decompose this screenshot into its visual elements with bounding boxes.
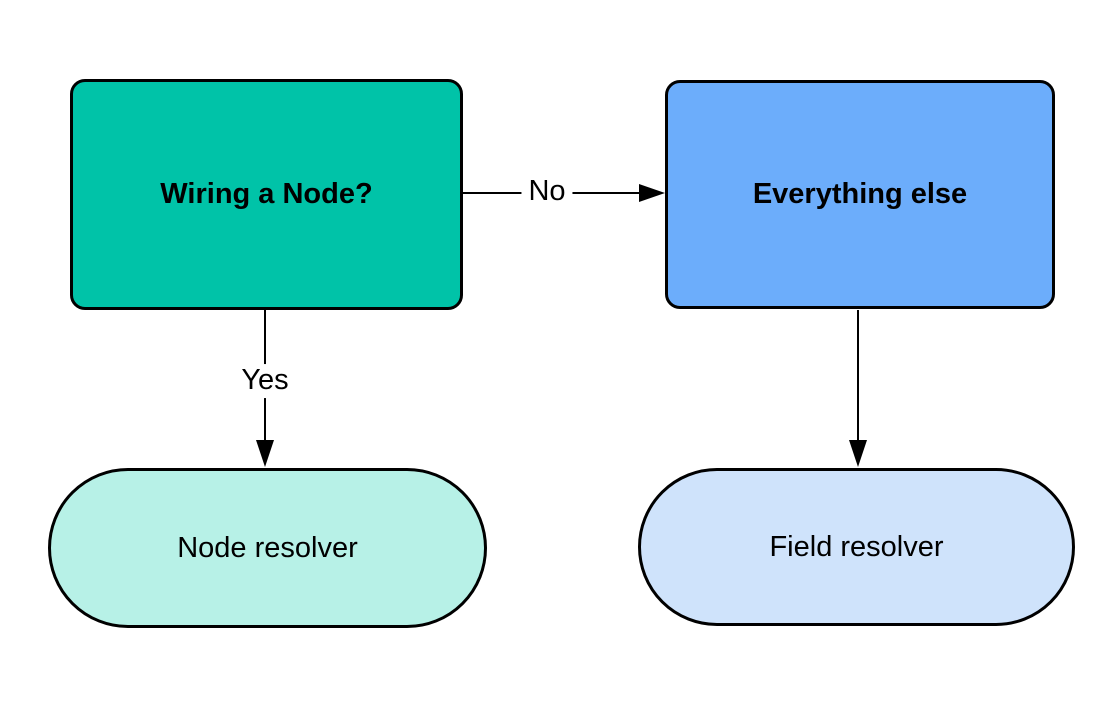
- node-everything-else-label: Everything else: [752, 178, 968, 210]
- node-wiring-a-node-label: Wiring a Node?: [160, 178, 373, 210]
- edge-label-no: No: [521, 175, 573, 209]
- node-field-resolver-label: Field resolver: [769, 530, 944, 563]
- edge-down-arrowhead-icon: [849, 440, 867, 467]
- edge-yes-arrowhead-icon: [256, 440, 274, 467]
- node-node-resolver-label: Node resolver: [177, 531, 358, 564]
- node-everything-else: Everything else: [665, 80, 1055, 309]
- edge-label-yes: Yes: [234, 364, 296, 398]
- node-field-resolver: Field resolver: [638, 468, 1075, 626]
- node-wiring-a-node: Wiring a Node?: [70, 79, 463, 310]
- node-node-resolver: Node resolver: [48, 468, 487, 628]
- edge-no-arrowhead-icon: [639, 184, 665, 202]
